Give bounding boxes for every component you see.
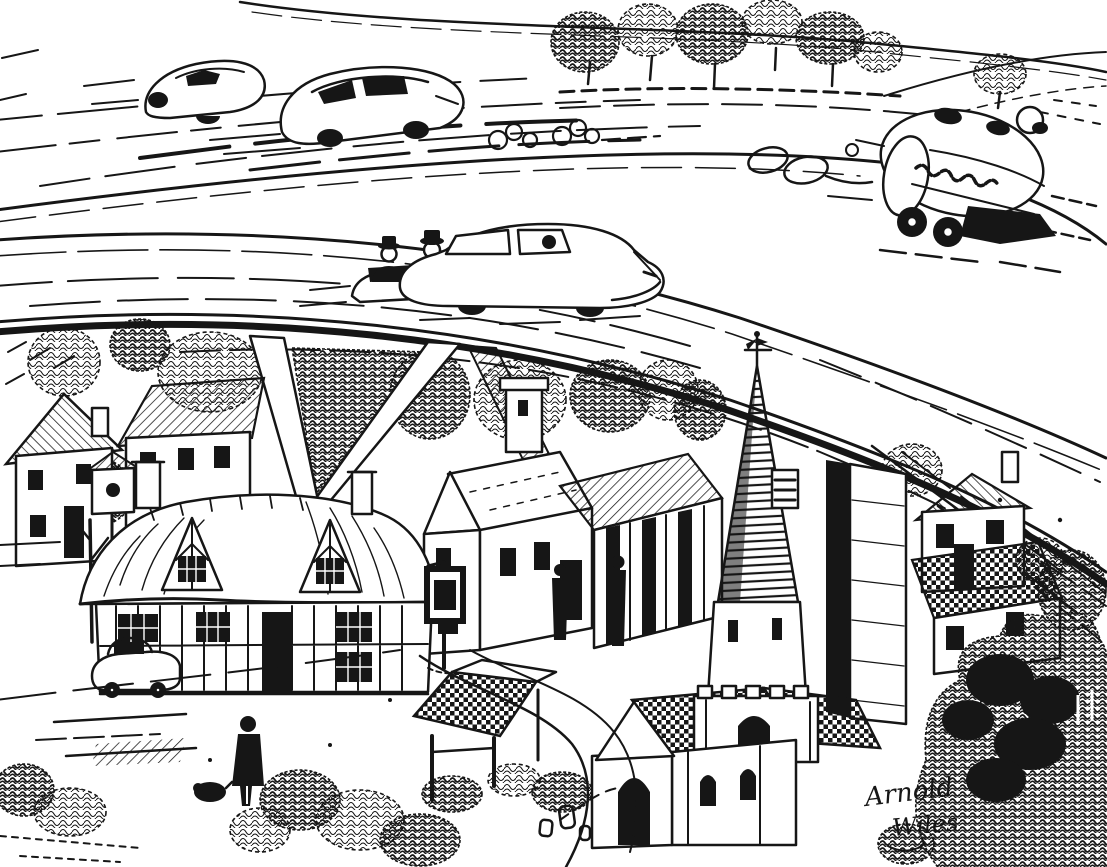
dormer-1 bbox=[160, 516, 224, 592]
signature-line-2: Wiles bbox=[891, 808, 959, 842]
bottom-left-nature bbox=[0, 716, 461, 867]
fence-posts bbox=[1076, 690, 1094, 725]
driver-head bbox=[542, 235, 556, 249]
speeding-car-1 bbox=[83, 59, 266, 124]
belfry-louvre bbox=[770, 468, 800, 510]
dovecote bbox=[84, 450, 142, 546]
nave bbox=[590, 700, 798, 850]
road-far-edge bbox=[238, 0, 1107, 74]
speeding-car-2 bbox=[209, 65, 465, 155]
small-tree-icon bbox=[973, 53, 1027, 110]
weathervane-icon bbox=[743, 331, 773, 368]
lych-gate bbox=[411, 658, 593, 813]
dust-puffs bbox=[487, 118, 662, 151]
lower-flyover bbox=[0, 222, 1107, 641]
tanker-lorry bbox=[827, 105, 1098, 274]
slab-pier bbox=[826, 460, 908, 726]
inn-door bbox=[262, 612, 292, 692]
bottom-right-foliage bbox=[877, 611, 1107, 867]
dust-swirl bbox=[747, 143, 874, 185]
v-pier bbox=[248, 334, 462, 520]
porch-door bbox=[618, 778, 650, 845]
villager-1 bbox=[552, 564, 568, 640]
upper-motorway bbox=[0, 0, 1107, 274]
left-cottages bbox=[0, 376, 266, 568]
right-cottages bbox=[910, 450, 1107, 676]
walking-figure bbox=[232, 716, 264, 806]
saloon-car-on-flyover bbox=[299, 222, 665, 325]
inn-sign bbox=[424, 560, 466, 675]
porch-gable bbox=[594, 700, 676, 762]
speed-lines-upper bbox=[0, 49, 1001, 187]
church bbox=[538, 331, 883, 850]
passenger-1 bbox=[372, 236, 405, 282]
white-chimney-stack bbox=[498, 376, 550, 454]
villager-2 bbox=[610, 555, 626, 646]
deck-top-edge bbox=[0, 232, 1107, 460]
dog bbox=[193, 780, 234, 802]
tanker-lettering bbox=[914, 163, 1000, 188]
dormer-2 bbox=[298, 518, 362, 594]
centre-cottages bbox=[422, 376, 724, 656]
lanes bbox=[0, 649, 638, 867]
